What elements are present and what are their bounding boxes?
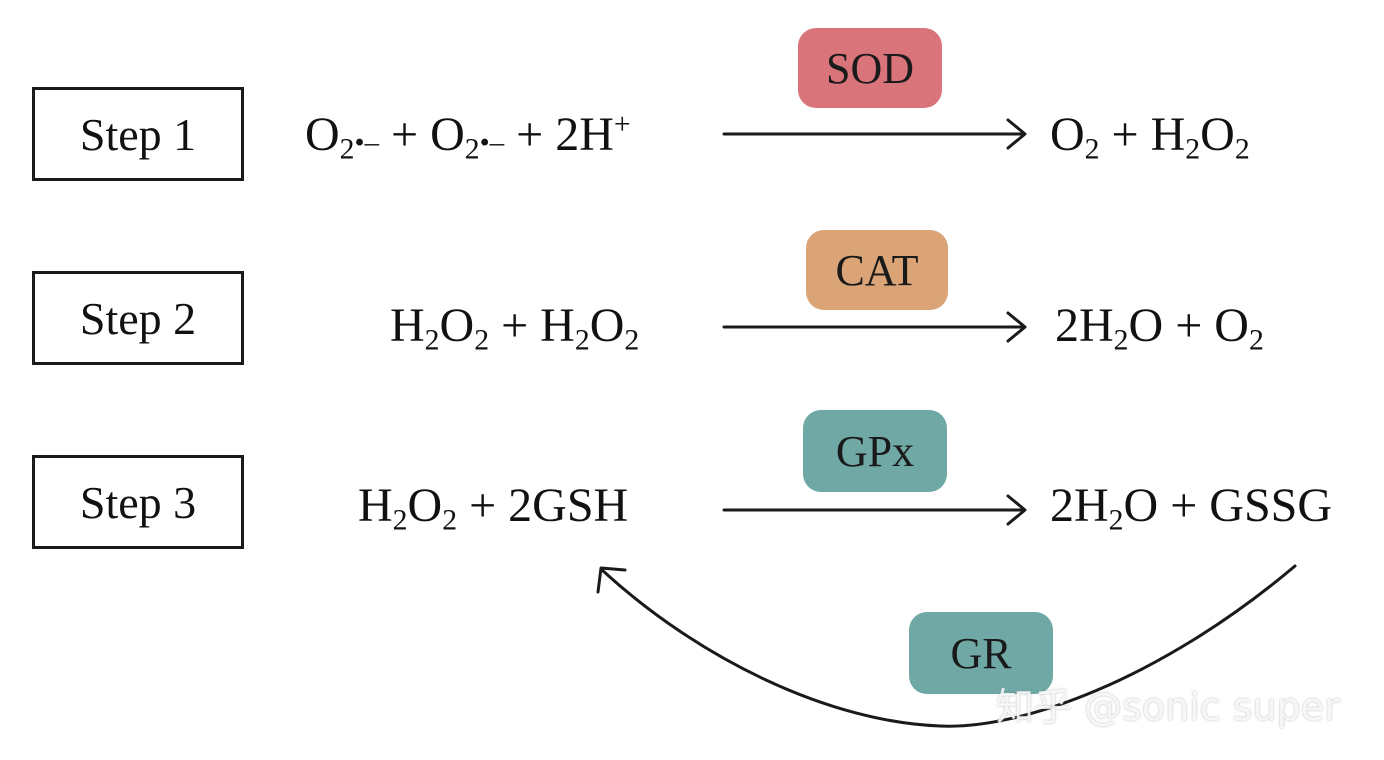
step-2-arrowhead xyxy=(1006,311,1027,343)
gpx-label: GPx xyxy=(835,426,915,476)
step-2-box: Step 2 xyxy=(32,271,244,365)
sod-label: SOD xyxy=(825,43,915,93)
cat-label: CAT xyxy=(835,245,919,295)
gr-recycle-arrow xyxy=(600,564,1297,728)
step-3-arrowhead xyxy=(1006,494,1027,526)
gr-badge: GR xyxy=(909,612,1053,694)
gr-label: GR xyxy=(950,628,1012,678)
watermark: 知乎 @sonic super xyxy=(996,685,1340,729)
gr-recycle-arrowhead xyxy=(596,566,627,594)
step-3-products: 2H2O + GSSG xyxy=(1050,479,1333,537)
step-1-products: O2 + H2O2 xyxy=(1050,108,1250,166)
cat-badge: CAT xyxy=(806,230,948,310)
step-2-reactants: H2O2 + H2O2 xyxy=(390,299,640,357)
step-3-label: Step 3 xyxy=(79,476,197,528)
step-1-arrowhead xyxy=(1006,118,1027,150)
step-2-label: Step 2 xyxy=(79,292,197,344)
step-1-label: Step 1 xyxy=(79,108,197,160)
step-2-products: 2H2O + O2 xyxy=(1055,299,1264,357)
step-1-box: Step 1 xyxy=(32,87,244,181)
step-3-box: Step 3 xyxy=(32,455,244,549)
gpx-badge: GPx xyxy=(803,410,947,492)
step-3-reactants: H2O2 + 2GSH xyxy=(358,479,629,537)
sod-badge: SOD xyxy=(798,28,942,108)
step-1-reactants: O2•– + O2•– + 2H+ xyxy=(305,107,631,166)
